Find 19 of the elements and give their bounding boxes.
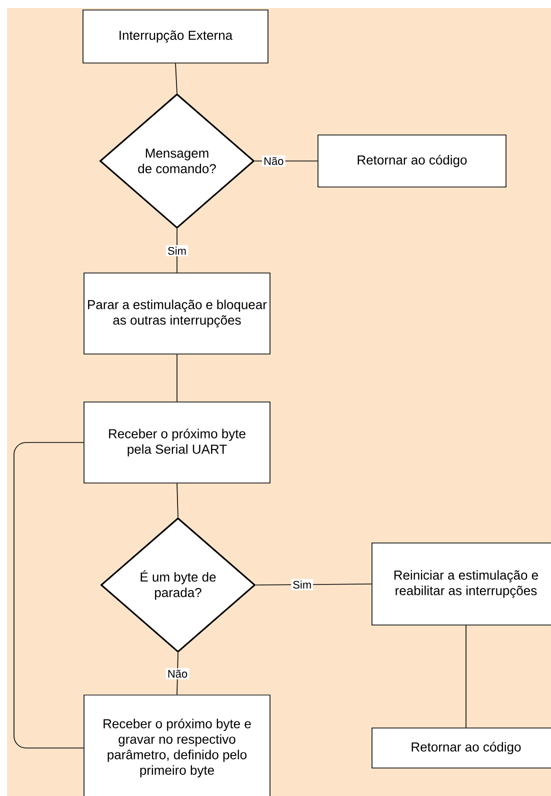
edge-label: Não — [166, 668, 190, 680]
edge-label: Não — [262, 156, 286, 166]
connector-line — [176, 354, 178, 402]
edge-label: Sim — [166, 245, 188, 256]
edge-label: Sim — [291, 579, 314, 590]
connector-line — [176, 652, 178, 695]
connector-line — [254, 160, 318, 162]
process-box: Retornar ao código — [318, 134, 506, 188]
connector-line — [175, 63, 178, 94]
connector-line — [14, 442, 84, 748]
process-box: Interrupção Externa — [82, 10, 268, 64]
process-box: Receber o próximo byte e gravar no respectivo parâmetro, definido pelo primeiro byte — [84, 694, 270, 796]
connector-line — [176, 228, 178, 273]
connector-line — [255, 584, 372, 586]
process-box: Receber o próximo byte pela Serial UART — [84, 402, 270, 484]
process-box: Retornar ao código — [372, 728, 551, 768]
process-box: Reiniciar a estimulação e reabilitar as interrupções — [372, 542, 551, 626]
connector-line — [176, 483, 178, 518]
process-box: Parar a estimulação e bloquear as outras interrupções — [84, 272, 270, 354]
